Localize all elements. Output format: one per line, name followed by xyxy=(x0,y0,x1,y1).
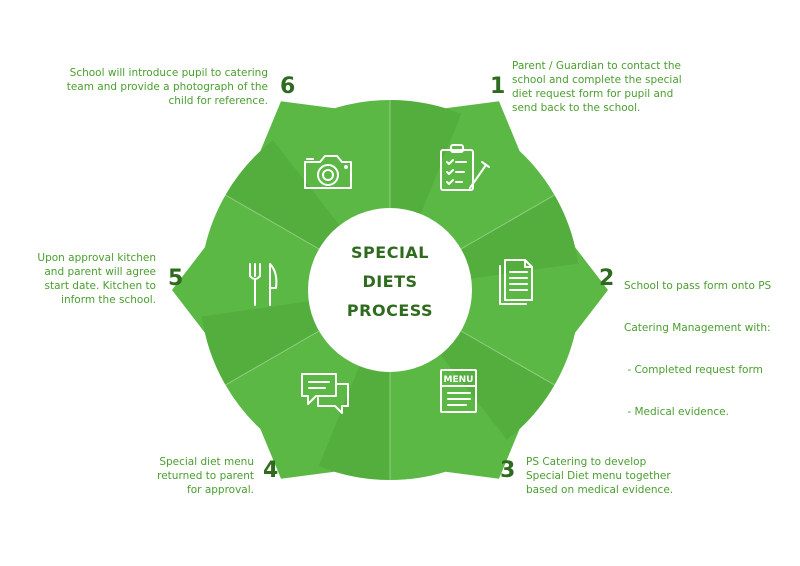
step-5-line: start date. Kitchen to xyxy=(44,280,157,292)
segment-seam xyxy=(460,330,556,386)
step-2-line: Catering Management with: xyxy=(624,322,771,334)
segment-shade xyxy=(390,100,462,214)
segment-seam xyxy=(224,330,320,386)
step-3-number: 3 xyxy=(500,458,516,483)
segment-shade xyxy=(225,140,340,249)
step-1-text: Parent / Guardian to contact the school … xyxy=(512,59,682,115)
step-5-number: 5 xyxy=(168,266,184,291)
segment-shade xyxy=(318,366,390,480)
step-2-number: 2 xyxy=(599,266,615,291)
step-6-number: 6 xyxy=(280,74,296,99)
step-2-line: School to pass form onto PS xyxy=(624,280,772,292)
step-5-line: inform the school. xyxy=(61,294,156,306)
title-line: PROCESS xyxy=(346,301,434,320)
segment-shade xyxy=(461,195,579,279)
title-line: DIETS xyxy=(362,272,418,291)
step-6-line: School will introduce pupil to catering xyxy=(69,67,268,79)
step-2-line: - Completed request form xyxy=(624,364,763,376)
step-2-line: - Medical evidence. xyxy=(624,406,729,418)
fork-knife-icon xyxy=(249,263,278,306)
center-circle xyxy=(308,208,472,372)
step-5-line: Upon approval kitchen xyxy=(37,252,156,264)
segment-seam xyxy=(460,194,556,250)
step-4-line: for approval. xyxy=(187,484,254,496)
step-6-text: School will introduce pupil to catering … xyxy=(30,66,268,108)
step-5-text: Upon approval kitchen and parent will ag… xyxy=(20,251,156,307)
step-icons: MENU xyxy=(249,144,533,414)
step-2-text: School to pass form onto PS Catering Man… xyxy=(624,251,771,433)
step-6-line: child for reference. xyxy=(168,95,268,107)
step-6-line: team and provide a photograph of the xyxy=(66,81,268,93)
step-1-line: diet request form for pupil and xyxy=(512,88,674,100)
step-3-text: PS Catering to develop Special Diet menu… xyxy=(526,455,673,497)
step-1-line: send back to the school. xyxy=(512,102,641,114)
step-4-number: 4 xyxy=(263,458,279,483)
segment-shade xyxy=(201,301,319,385)
step-4-line: Special diet menu xyxy=(159,456,254,468)
step-1-number: 1 xyxy=(490,74,506,99)
step-1-line: school and complete the special xyxy=(512,74,682,86)
step-5-line: and parent will agree xyxy=(44,266,156,278)
step-3-line: Special Diet menu together xyxy=(526,470,671,482)
menu-card-icon: MENU xyxy=(440,369,477,413)
clipboard-checklist-icon xyxy=(440,144,490,191)
chat-bubbles-icon xyxy=(301,373,349,414)
document-icon xyxy=(499,259,533,305)
segment-seam xyxy=(224,194,320,250)
step-4-text: Special diet menu returned to parent for… xyxy=(130,455,254,497)
title-line: SPECIAL xyxy=(351,243,429,262)
step-3-line: PS Catering to develop xyxy=(526,456,647,468)
step-1-line: Parent / Guardian to contact the xyxy=(512,60,681,72)
diagram-title: SPECIAL DIETS PROCESS xyxy=(310,238,470,325)
menu-label: MENU xyxy=(444,375,474,385)
step-4-line: returned to parent xyxy=(157,470,254,482)
camera-icon xyxy=(304,155,352,189)
process-ring xyxy=(172,99,608,481)
segment-shade xyxy=(440,331,555,440)
step-3-line: based on medical evidence. xyxy=(526,484,674,496)
